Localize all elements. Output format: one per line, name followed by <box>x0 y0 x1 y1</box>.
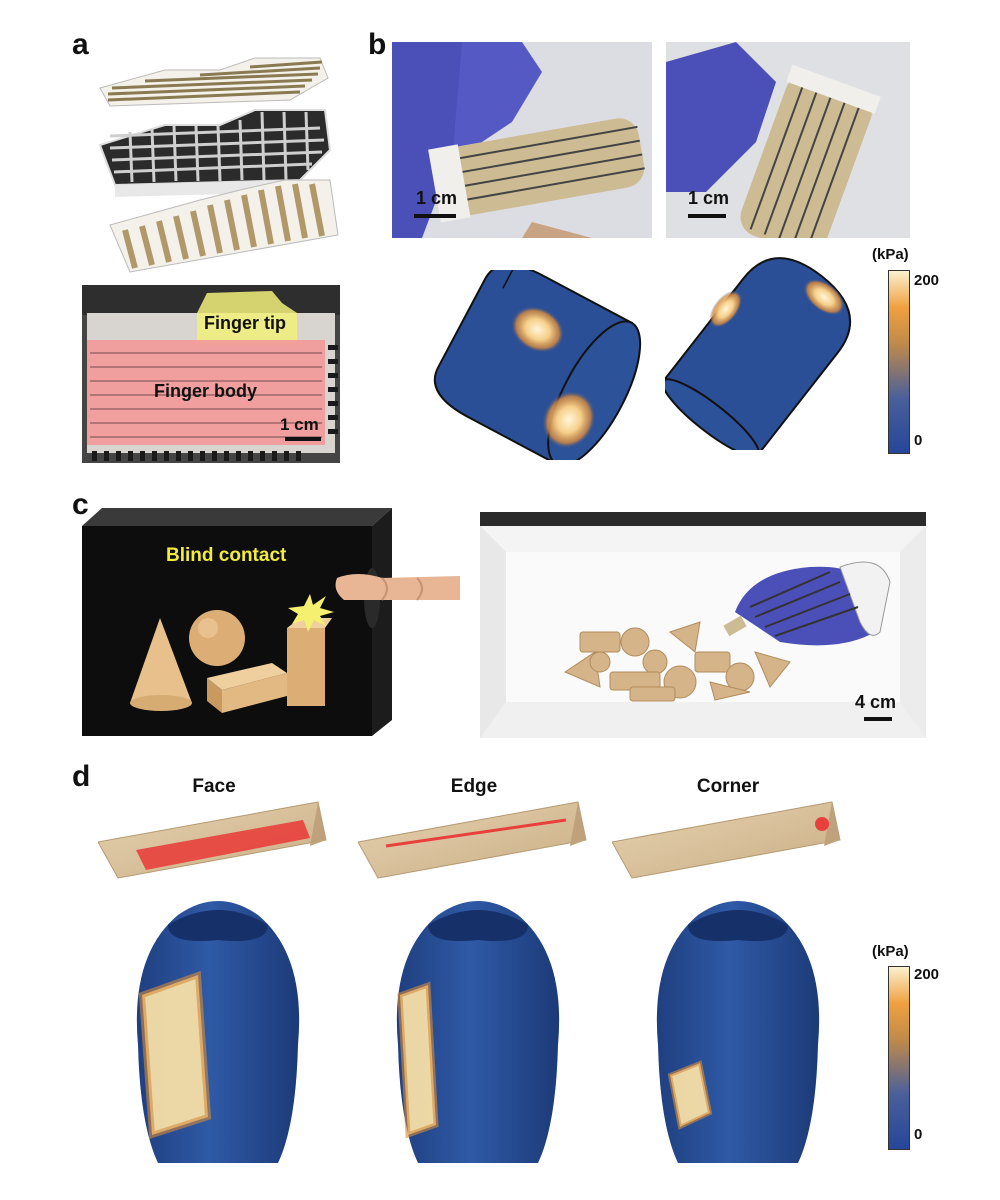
colorbar-max-b: 200 <box>914 272 940 289</box>
colorbar-unit-d: (kPa) <box>872 943 909 960</box>
scale-label-a: 1 cm <box>280 415 319 434</box>
pressure-map-cylinder-left <box>433 270 642 460</box>
finger-tip-label: Finger tip <box>204 313 286 333</box>
wedge-edge-contact <box>358 801 587 879</box>
robot-hand-box-photo: 4 cm <box>480 512 926 738</box>
wedge-face-contact <box>98 801 327 879</box>
bottom-electrode-layer <box>109 179 339 273</box>
glove-photo-left: 1 cm <box>392 42 652 238</box>
corner-contact-point <box>815 817 829 831</box>
colorbar-d <box>888 966 910 1150</box>
scale-bar-c <box>864 717 892 721</box>
colorbar-min-d: 0 <box>914 1126 923 1143</box>
scale-label-c: 4 cm <box>855 692 897 712</box>
sensor-photo: Finger tip Finger body 1 cm <box>82 285 340 463</box>
colorbar-min-b: 0 <box>914 432 923 449</box>
fingertip-pressure-face <box>136 901 300 1163</box>
panel-label-a: a <box>72 28 89 61</box>
scale-bar-b-right <box>688 214 726 218</box>
face-contact-region <box>136 820 310 870</box>
fingertip-pressure-edge <box>396 901 560 1163</box>
colorbar-b <box>888 270 910 454</box>
scale-label-b-left: 1 cm <box>416 188 458 208</box>
finger-body-region <box>87 340 325 445</box>
pressure-map-cylinder-right <box>665 257 852 450</box>
finger-body-label: Finger body <box>154 381 257 401</box>
blind-contact-illustration <box>82 508 460 736</box>
blind-contact-label: Blind contact <box>166 545 287 566</box>
colorbar-unit-b: (kPa) <box>872 246 909 263</box>
scale-bar-b-left <box>414 214 456 218</box>
panel-label-c: c <box>72 488 89 521</box>
wedge-corner-contact <box>612 801 841 879</box>
column-title-corner: Corner <box>696 776 760 797</box>
colorbar-max-d: 200 <box>914 966 940 983</box>
edge-contact-line <box>385 818 567 848</box>
sensor-layers-illustration <box>98 57 339 273</box>
glove-photo-right: 1 cm <box>666 42 910 238</box>
panel-label-b: b <box>368 28 387 61</box>
scale-bar-a <box>285 437 321 441</box>
column-title-edge: Edge <box>450 776 498 797</box>
fingertip-pressure-corner <box>656 901 820 1163</box>
panel-label-d: d <box>72 760 91 793</box>
finger-tip-region <box>197 291 297 345</box>
scale-label-b-right: 1 cm <box>688 188 730 208</box>
column-title-face: Face <box>192 776 236 797</box>
top-electrode-layer <box>99 57 329 107</box>
